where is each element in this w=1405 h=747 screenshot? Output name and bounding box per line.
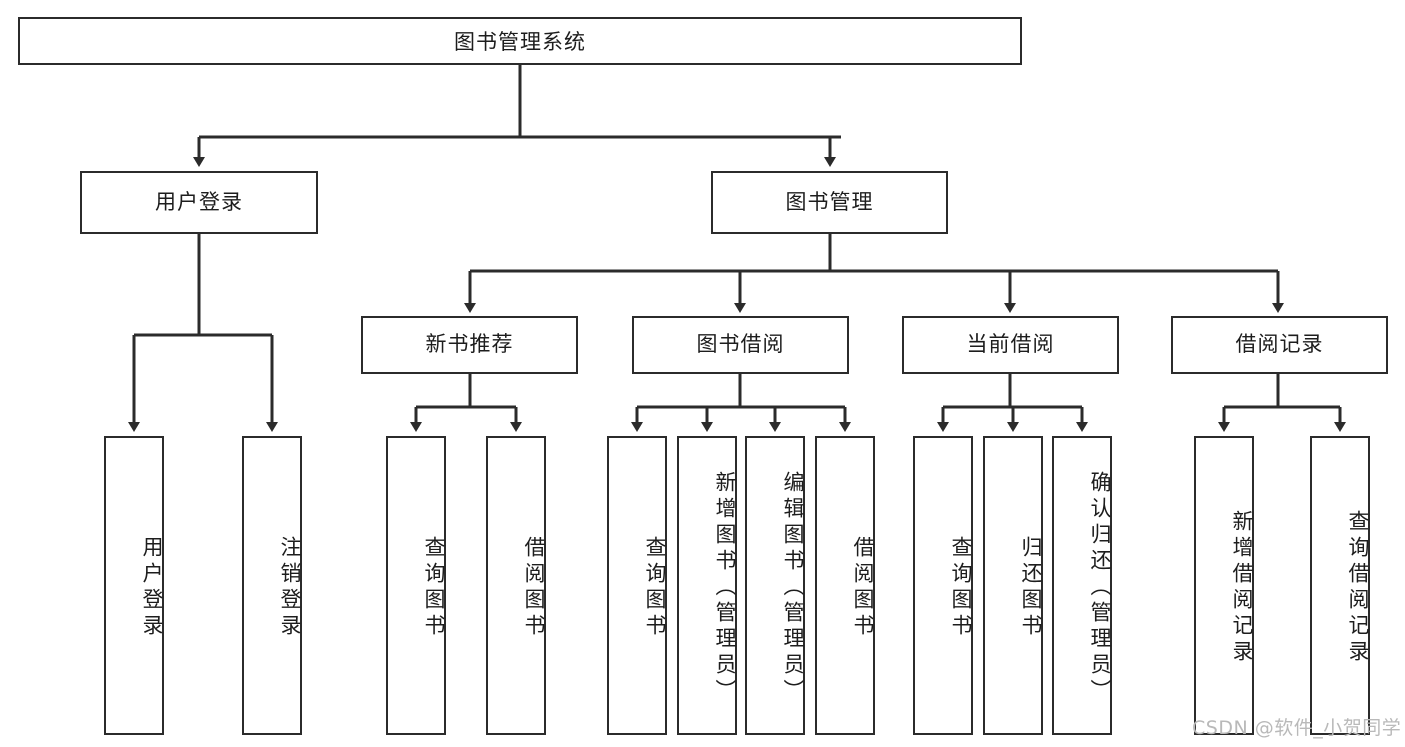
node-new-book-recommend[interactable]: 新书推荐 xyxy=(361,316,578,374)
leaf-node[interactable]: 注销登录 xyxy=(242,436,302,735)
leaf-label: 借阅图书 xyxy=(522,535,546,640)
leaf-node[interactable]: 借阅图书 xyxy=(815,436,875,735)
leaf-node[interactable]: 新增借阅记录 xyxy=(1194,436,1254,735)
node-user-login[interactable]: 用户登录 xyxy=(80,171,318,234)
leaf-node[interactable]: 归还图书 xyxy=(983,436,1043,735)
csdn-watermark: CSDN @软件_小贺同学 xyxy=(1192,717,1402,739)
node-book-borrow[interactable]: 图书借阅 xyxy=(632,316,849,374)
leaf-node[interactable]: 确认归还（管理员） xyxy=(1052,436,1112,735)
leaf-label: 新增借阅记录 xyxy=(1230,509,1254,666)
leaf-label: 查询图书 xyxy=(949,535,973,640)
leaf-node[interactable]: 编辑图书（管理员） xyxy=(745,436,805,735)
node-borrow-record[interactable]: 借阅记录 xyxy=(1171,316,1388,374)
leaf-label: 确认归还（管理员） xyxy=(1088,470,1112,705)
leaf-label: 归还图书 xyxy=(1019,535,1043,640)
leaf-label: 注销登录 xyxy=(278,535,302,640)
leaf-node[interactable]: 用户登录 xyxy=(104,436,164,735)
leaf-node[interactable]: 查询图书 xyxy=(386,436,446,735)
leaf-node[interactable]: 查询图书 xyxy=(607,436,667,735)
leaf-node[interactable]: 查询图书 xyxy=(913,436,973,735)
leaf-label: 查询借阅记录 xyxy=(1346,509,1370,666)
leaf-node[interactable]: 查询借阅记录 xyxy=(1310,436,1370,735)
leaf-label: 查询图书 xyxy=(422,535,446,640)
leaf-label: 新增图书（管理员） xyxy=(713,470,737,705)
leaf-label: 借阅图书 xyxy=(851,535,875,640)
leaf-label: 查询图书 xyxy=(643,535,667,640)
leaf-label: 用户登录 xyxy=(140,535,164,640)
node-root-book-management-system[interactable]: 图书管理系统 xyxy=(18,17,1022,65)
node-book-management[interactable]: 图书管理 xyxy=(711,171,948,234)
leaf-node[interactable]: 新增图书（管理员） xyxy=(677,436,737,735)
node-current-borrow[interactable]: 当前借阅 xyxy=(902,316,1119,374)
leaf-node[interactable]: 借阅图书 xyxy=(486,436,546,735)
leaf-label: 编辑图书（管理员） xyxy=(781,470,805,705)
